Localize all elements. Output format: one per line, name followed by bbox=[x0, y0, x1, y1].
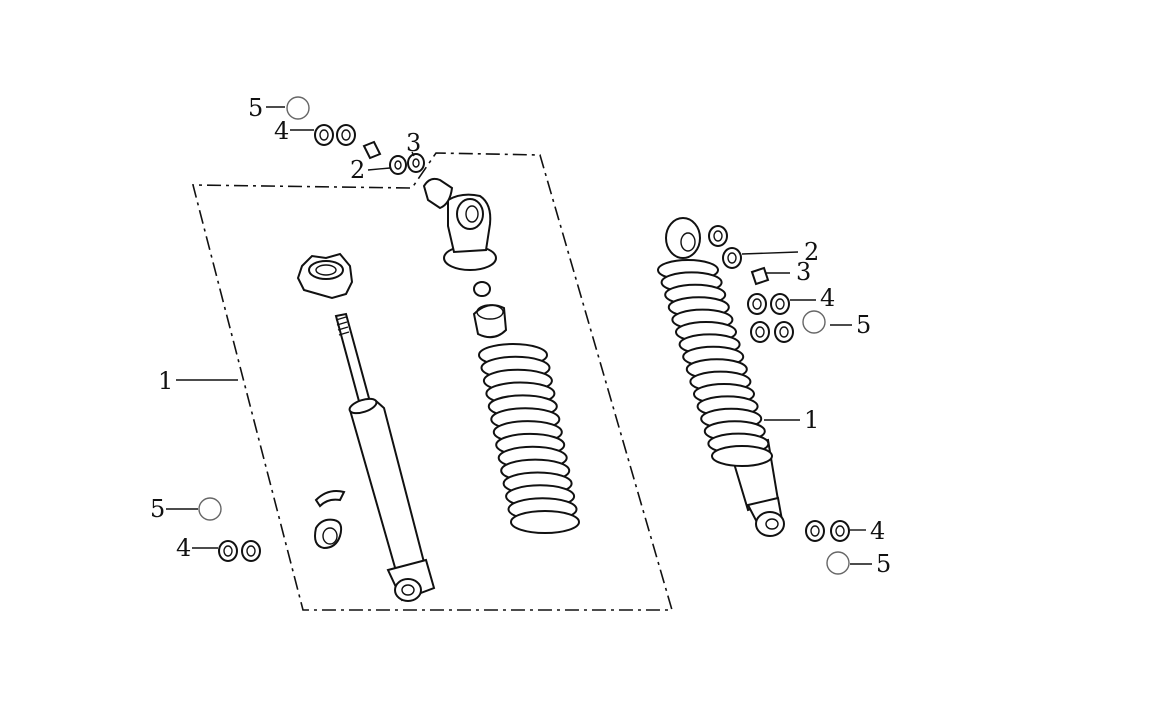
left-top-hardware bbox=[286, 96, 425, 175]
callout-left-1: 1 bbox=[158, 367, 173, 395]
callout-right-5-bottom: 5 bbox=[876, 550, 891, 578]
spring-coil-turn bbox=[510, 510, 580, 534]
bump-rubber bbox=[314, 490, 346, 550]
assembled-coil-spring bbox=[657, 259, 773, 467]
spring-bush bbox=[472, 281, 508, 339]
callout-right-5-top: 5 bbox=[856, 311, 871, 339]
damper-body bbox=[348, 397, 436, 602]
callout-labels: 5 4 3 2 1 5 4 2 3 4 5 1 4 5 bbox=[150, 94, 891, 578]
callout-left-3: 3 bbox=[406, 129, 421, 157]
coil-spring bbox=[478, 343, 580, 534]
upper-mount bbox=[422, 177, 497, 271]
spring-seat-nut bbox=[296, 252, 354, 300]
callout-right-1: 1 bbox=[804, 406, 819, 434]
damper-rod bbox=[334, 312, 372, 407]
callout-left-5-top: 5 bbox=[248, 94, 263, 122]
right-hardware bbox=[708, 225, 850, 575]
callout-left-4-bottom: 4 bbox=[176, 534, 191, 562]
spring-coil-turn bbox=[711, 445, 773, 467]
callout-left-2: 2 bbox=[350, 156, 365, 184]
callout-left-4-top: 4 bbox=[274, 117, 289, 145]
callout-right-4-bottom: 4 bbox=[870, 517, 885, 545]
callout-right-4-top: 4 bbox=[820, 284, 835, 312]
callout-left-5-bottom: 5 bbox=[150, 495, 165, 523]
callout-right-3: 3 bbox=[796, 258, 811, 286]
assembly-boundary bbox=[191, 152, 674, 611]
callout-right-2: 2 bbox=[804, 238, 819, 266]
leader-lines bbox=[166, 106, 872, 565]
left-bottom-hardware bbox=[198, 497, 261, 562]
